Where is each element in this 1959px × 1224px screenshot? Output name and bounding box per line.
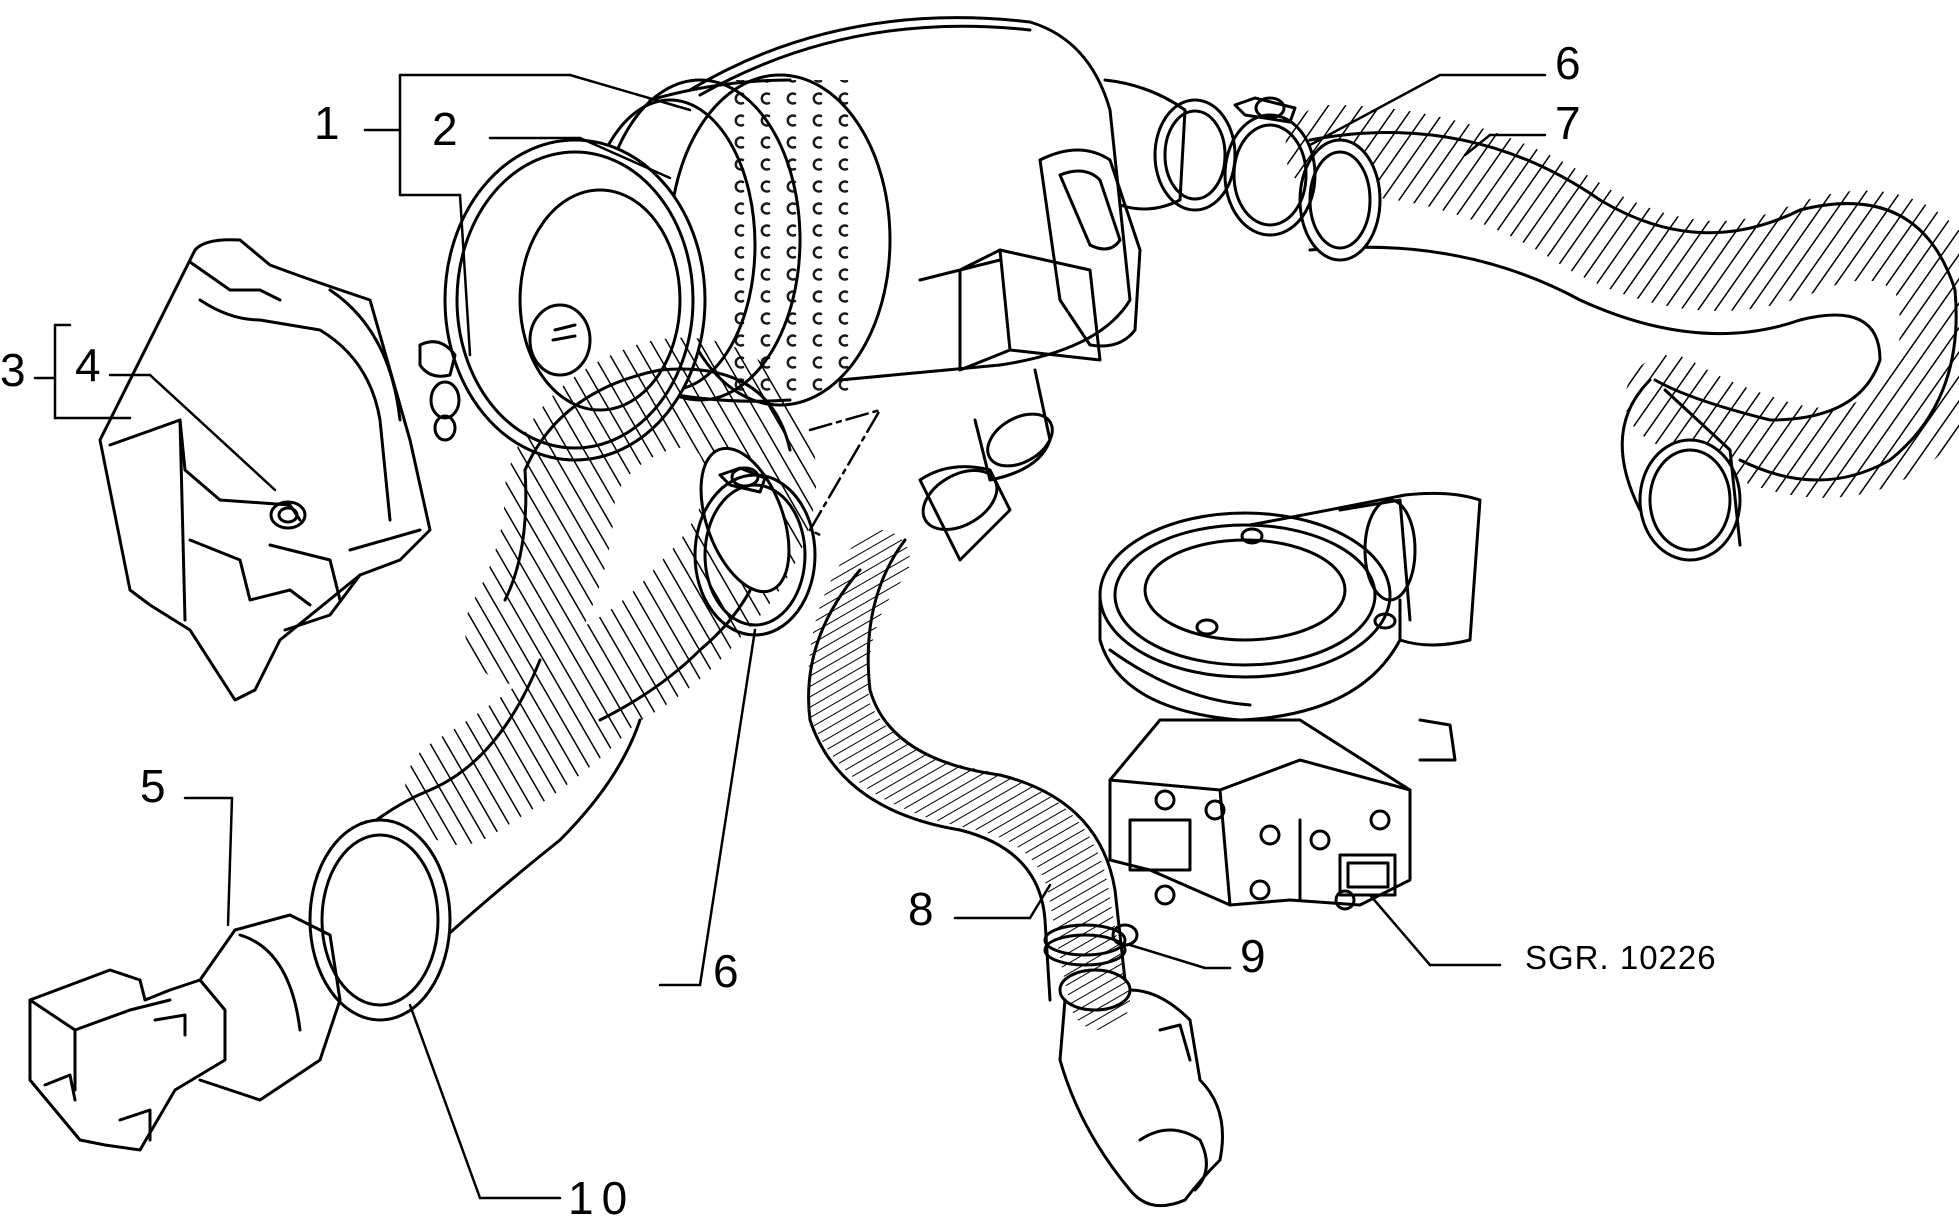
reference-code: SGR. 10226 — [1525, 939, 1717, 976]
callout-2: 2 — [432, 103, 458, 155]
outlet-elbow — [28, 913, 342, 1152]
long-hose — [1285, 105, 1959, 562]
leader-lines — [33, 73, 1547, 1200]
clamp-upper — [1223, 96, 1317, 237]
callout-6-middle: 6 — [713, 945, 739, 997]
lower-elbow — [1043, 923, 1224, 1208]
large-hose — [308, 337, 817, 1022]
bracket — [98, 238, 432, 702]
callout-8: 8 — [908, 883, 934, 935]
air-filter-housing — [688, 16, 1237, 482]
callout-9: 9 — [1240, 930, 1266, 982]
callout-7: 7 — [1555, 97, 1581, 149]
small-hose — [807, 412, 1130, 1030]
callout-5: 5 — [140, 760, 166, 812]
callout-10: 10 — [568, 1172, 636, 1224]
callout-6-upper: 6 — [1555, 37, 1581, 89]
callout-1: 1 — [314, 97, 340, 149]
callout-3: 3 — [0, 344, 26, 396]
blower-assembly — [1098, 491, 1482, 911]
callout-4: 4 — [75, 339, 101, 391]
